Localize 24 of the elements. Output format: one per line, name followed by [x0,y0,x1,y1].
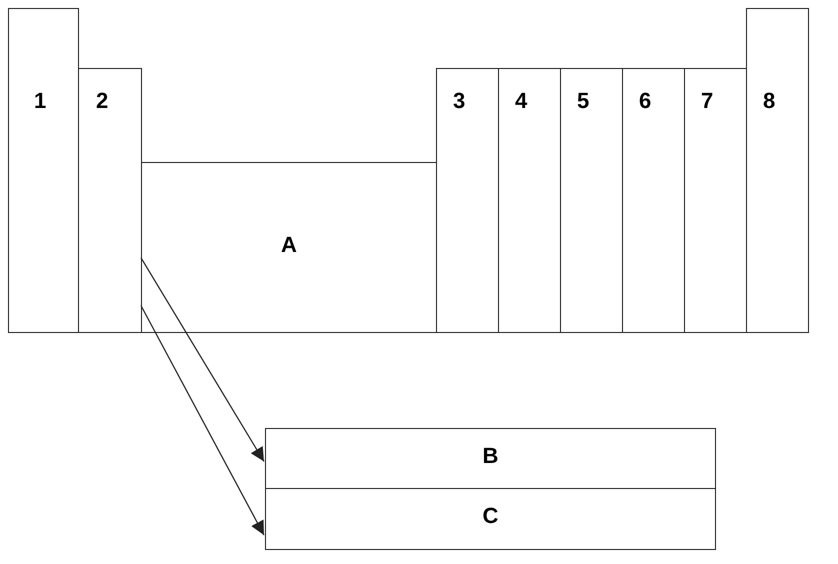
column-box [560,68,623,333]
column-number: 6 [639,89,652,113]
row-label: B [482,444,498,468]
column-box [684,68,747,333]
row-box [265,428,716,489]
column-number: 5 [577,89,590,113]
column-number: 4 [515,89,528,113]
block-box [141,162,437,333]
block-label: A [281,232,297,257]
column-number: 1 [34,89,46,113]
column-number: 8 [763,89,776,113]
column-box [78,68,142,333]
column-box [622,68,685,333]
column-box [746,8,809,333]
column-number: 2 [96,89,108,113]
column-box [436,68,499,333]
column-number: 7 [701,89,714,113]
column-box [8,8,79,333]
arrow [140,305,265,536]
column-number: 3 [453,89,466,113]
arrow [140,257,265,462]
row-box [265,488,716,550]
row-label: C [482,504,498,528]
column-box [498,68,561,333]
